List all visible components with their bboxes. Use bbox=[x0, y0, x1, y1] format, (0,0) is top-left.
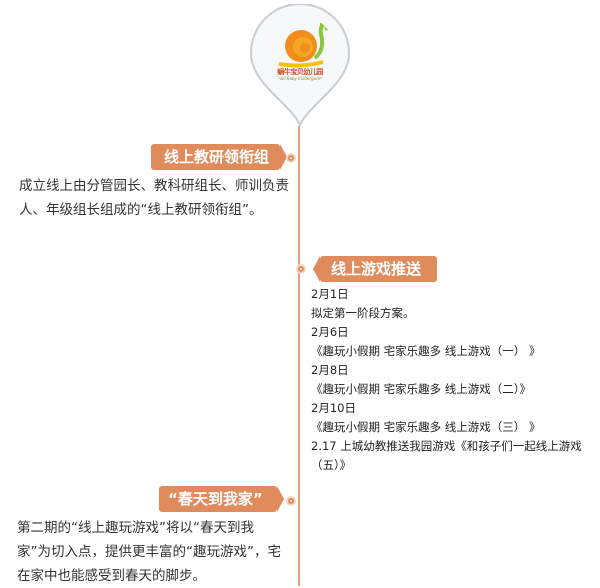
section-badge-2: 线上游戏推送 bbox=[313, 256, 437, 282]
section-badge-1: 线上教研领衔组 bbox=[151, 144, 287, 170]
section-description: 第二期的“线上趣玩游戏”将以“春天到我家”为切入点，提供更丰富的“趣玩游戏”，宅… bbox=[17, 520, 281, 584]
event-date: 2月1日 bbox=[311, 287, 349, 301]
section-description: 成立线上由分管园长、教科研组长、师训负责人、年级组长组成的“线上教研领衔组”。 bbox=[19, 178, 289, 218]
section-badge-label: “春天到我家” bbox=[168, 490, 263, 508]
timeline-line bbox=[298, 126, 300, 586]
event-date: 2月6日 bbox=[311, 325, 349, 339]
logo-subtitle: Snail Baby Kindergarten bbox=[275, 76, 325, 81]
event-text: 2.17 上城幼教推送我园游戏《和孩子们一起线上游戏（五）》 bbox=[311, 439, 582, 472]
timeline-node bbox=[296, 264, 306, 274]
timeline-node bbox=[286, 496, 296, 506]
event-date: 2月10日 bbox=[311, 401, 356, 415]
event-text: 拟定第一阶段方案。 bbox=[311, 306, 415, 320]
event-text: 《趣玩小假期 宅家乐趣多 线上游戏（一） 》 bbox=[311, 344, 541, 358]
section-badge-3: “春天到我家” bbox=[159, 486, 284, 512]
snail-icon bbox=[279, 21, 330, 68]
section-badge-label: 线上教研领衔组 bbox=[164, 148, 270, 166]
event-text: 《趣玩小假期 宅家乐趣多 线上游戏（二）》 bbox=[311, 382, 532, 396]
event-text: 《趣玩小假期 宅家乐趣多 线上游戏（三） 》 bbox=[311, 420, 541, 434]
event-date: 2月8日 bbox=[311, 363, 349, 377]
event-list: 2月1日 拟定第一阶段方案。 2月6日 《趣玩小假期 宅家乐趣多 线上游戏（一）… bbox=[311, 285, 596, 475]
kindergarten-logo: 蜗牛宝贝幼儿园 Snail Baby Kindergarten bbox=[265, 16, 335, 86]
section-badge-label: 线上游戏推送 bbox=[331, 260, 422, 278]
timeline-node bbox=[286, 153, 296, 163]
logo-name: 蜗牛宝贝幼儿园 bbox=[277, 68, 323, 76]
